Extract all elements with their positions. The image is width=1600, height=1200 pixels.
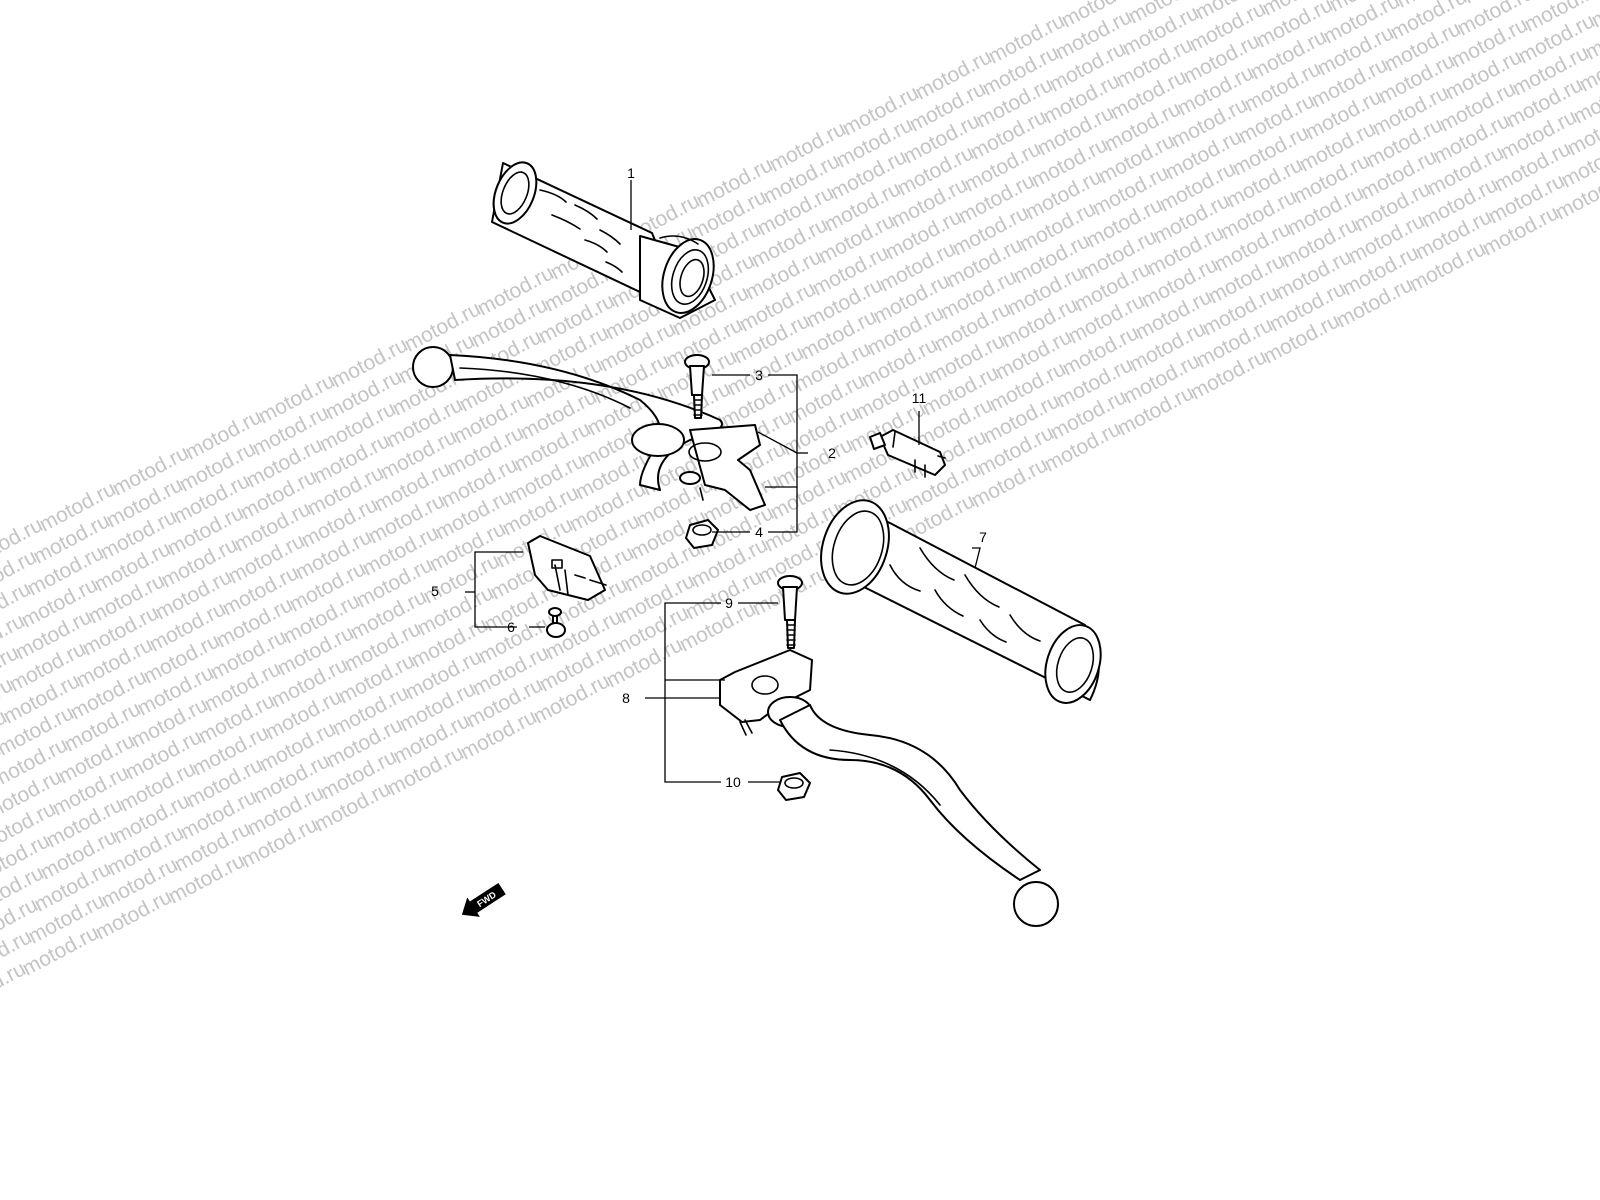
pivot-bolt-part-3[interactable] [684,354,710,419]
grip-part-7[interactable] [810,491,1110,710]
lever-assembly-part-2[interactable] [412,346,766,511]
callout-5: 5 [431,583,439,599]
nut-part-10[interactable] [777,772,811,801]
callout-2: 2 [828,445,836,461]
callout-10: 10 [725,774,741,790]
leader-lines [465,180,981,783]
callout-labels: 1 2 3 4 5 6 7 8 9 10 11 [431,165,987,790]
nut-part-4[interactable] [685,519,719,549]
callout-4: 4 [755,524,763,540]
lever-assembly-part-8[interactable] [719,649,1059,927]
callout-1: 1 [627,165,635,181]
callout-7: 7 [979,529,987,545]
screw-part-6[interactable] [546,607,566,638]
callout-11: 11 [912,390,927,406]
forward-direction-arrow-icon: FWD [461,882,506,917]
callout-3: 3 [755,367,763,383]
grip-part-1[interactable] [485,156,722,319]
callout-8: 8 [622,690,630,706]
callout-6: 6 [507,619,515,635]
switch-part-5[interactable] [527,535,607,601]
switch-part-11[interactable] [869,429,946,478]
callout-9: 9 [725,595,733,611]
pivot-bolt-part-9[interactable] [777,575,803,649]
watermark-layer: motod.rumotod.rumotod.rumotod.rumotod.ru… [0,0,1600,1016]
